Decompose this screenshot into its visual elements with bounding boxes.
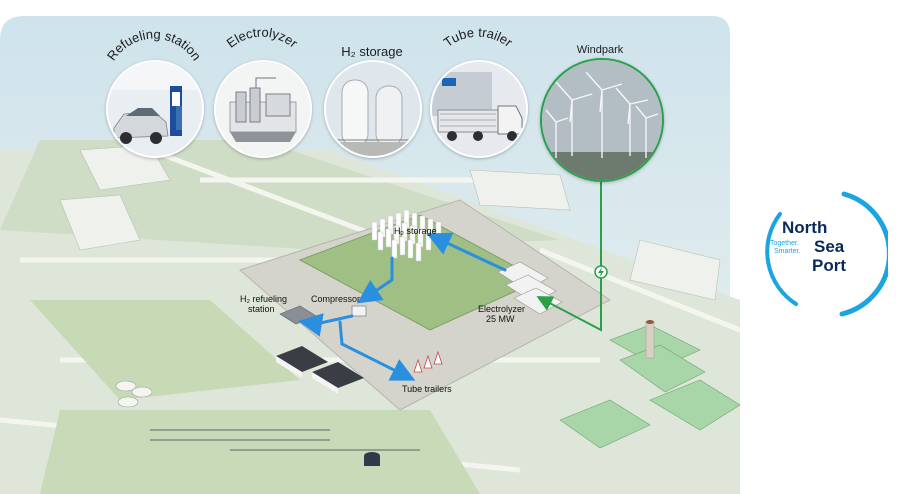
label-tube-trailers: Tube trailers xyxy=(402,384,452,394)
title-windpark: Windpark xyxy=(576,44,624,56)
pipe-racks xyxy=(150,429,420,451)
title-tube-trailer: Tube trailer xyxy=(441,25,516,51)
flow-storage-to-compressor xyxy=(357,256,394,304)
green-field-bottom xyxy=(40,410,480,494)
photo-windpark xyxy=(540,58,664,182)
title-refueling-station: Refueling station xyxy=(104,27,204,64)
label-electrolyzer-2: 25 MW xyxy=(486,314,515,324)
hydrogen-flow-lines xyxy=(298,232,507,381)
label-electrolyzer-1: Electrolyzer xyxy=(478,304,526,314)
label-refueling-station-1: H₂ refueling xyxy=(240,294,288,304)
photo-electrolyzer xyxy=(214,60,312,158)
title-h2-storage: H₂ storage xyxy=(341,44,403,59)
storage-cluster xyxy=(371,209,442,262)
lightning-icon xyxy=(598,267,604,278)
flow-compressor-to-trailers xyxy=(338,320,416,381)
tube-trailer-icons xyxy=(413,350,443,373)
title-electrolyzer: Electrolyzer xyxy=(224,25,302,52)
photo-h2-storage xyxy=(324,60,422,158)
tank-farm xyxy=(115,380,153,408)
label-refueling-station-2: station xyxy=(248,304,275,314)
power-line xyxy=(536,182,602,332)
logo-word-port: Port xyxy=(812,256,846,275)
compressor-unit xyxy=(351,305,367,317)
power-plant xyxy=(559,324,741,449)
north-sea-port-logo: North Together. Smarter. Sea Port xyxy=(748,186,888,322)
label-compressor: Compressor xyxy=(311,294,361,304)
label-h2-storage: H₂ storage xyxy=(394,226,437,236)
green-field-left xyxy=(30,300,300,400)
warehouses xyxy=(276,346,364,388)
photo-tube-trailer xyxy=(430,60,528,158)
flow-electrolyzer-to-storage xyxy=(426,232,507,272)
photo-refueling-station xyxy=(106,60,204,158)
chimney xyxy=(645,321,655,359)
flow-compressor-to-refueling xyxy=(298,313,354,337)
logo-tagline-1: Together. xyxy=(770,240,799,247)
logo-word-sea: Sea xyxy=(814,237,845,256)
photo-title-layer: Refueling station Electrolyzer Tube trai… xyxy=(104,25,516,64)
logo-word-north: North xyxy=(782,218,828,237)
logo-tagline-2: Smarter. xyxy=(774,248,801,255)
